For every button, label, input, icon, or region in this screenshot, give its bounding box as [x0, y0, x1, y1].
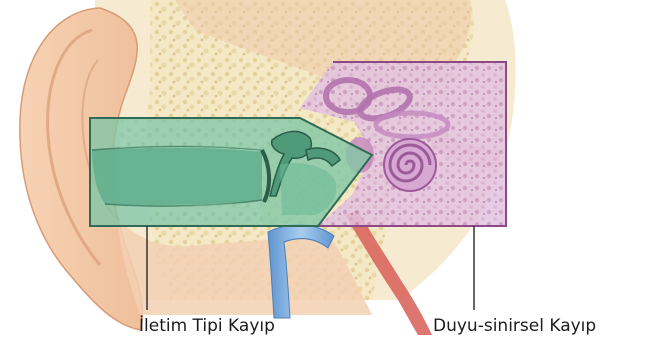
ear-canal: [92, 148, 262, 205]
cochlea: [384, 139, 436, 191]
conductive-loss-label: İletim Tipi Kayıp: [139, 316, 275, 336]
sensorineural-loss-label: Duyu-sinirsel Kayıp: [433, 316, 596, 336]
